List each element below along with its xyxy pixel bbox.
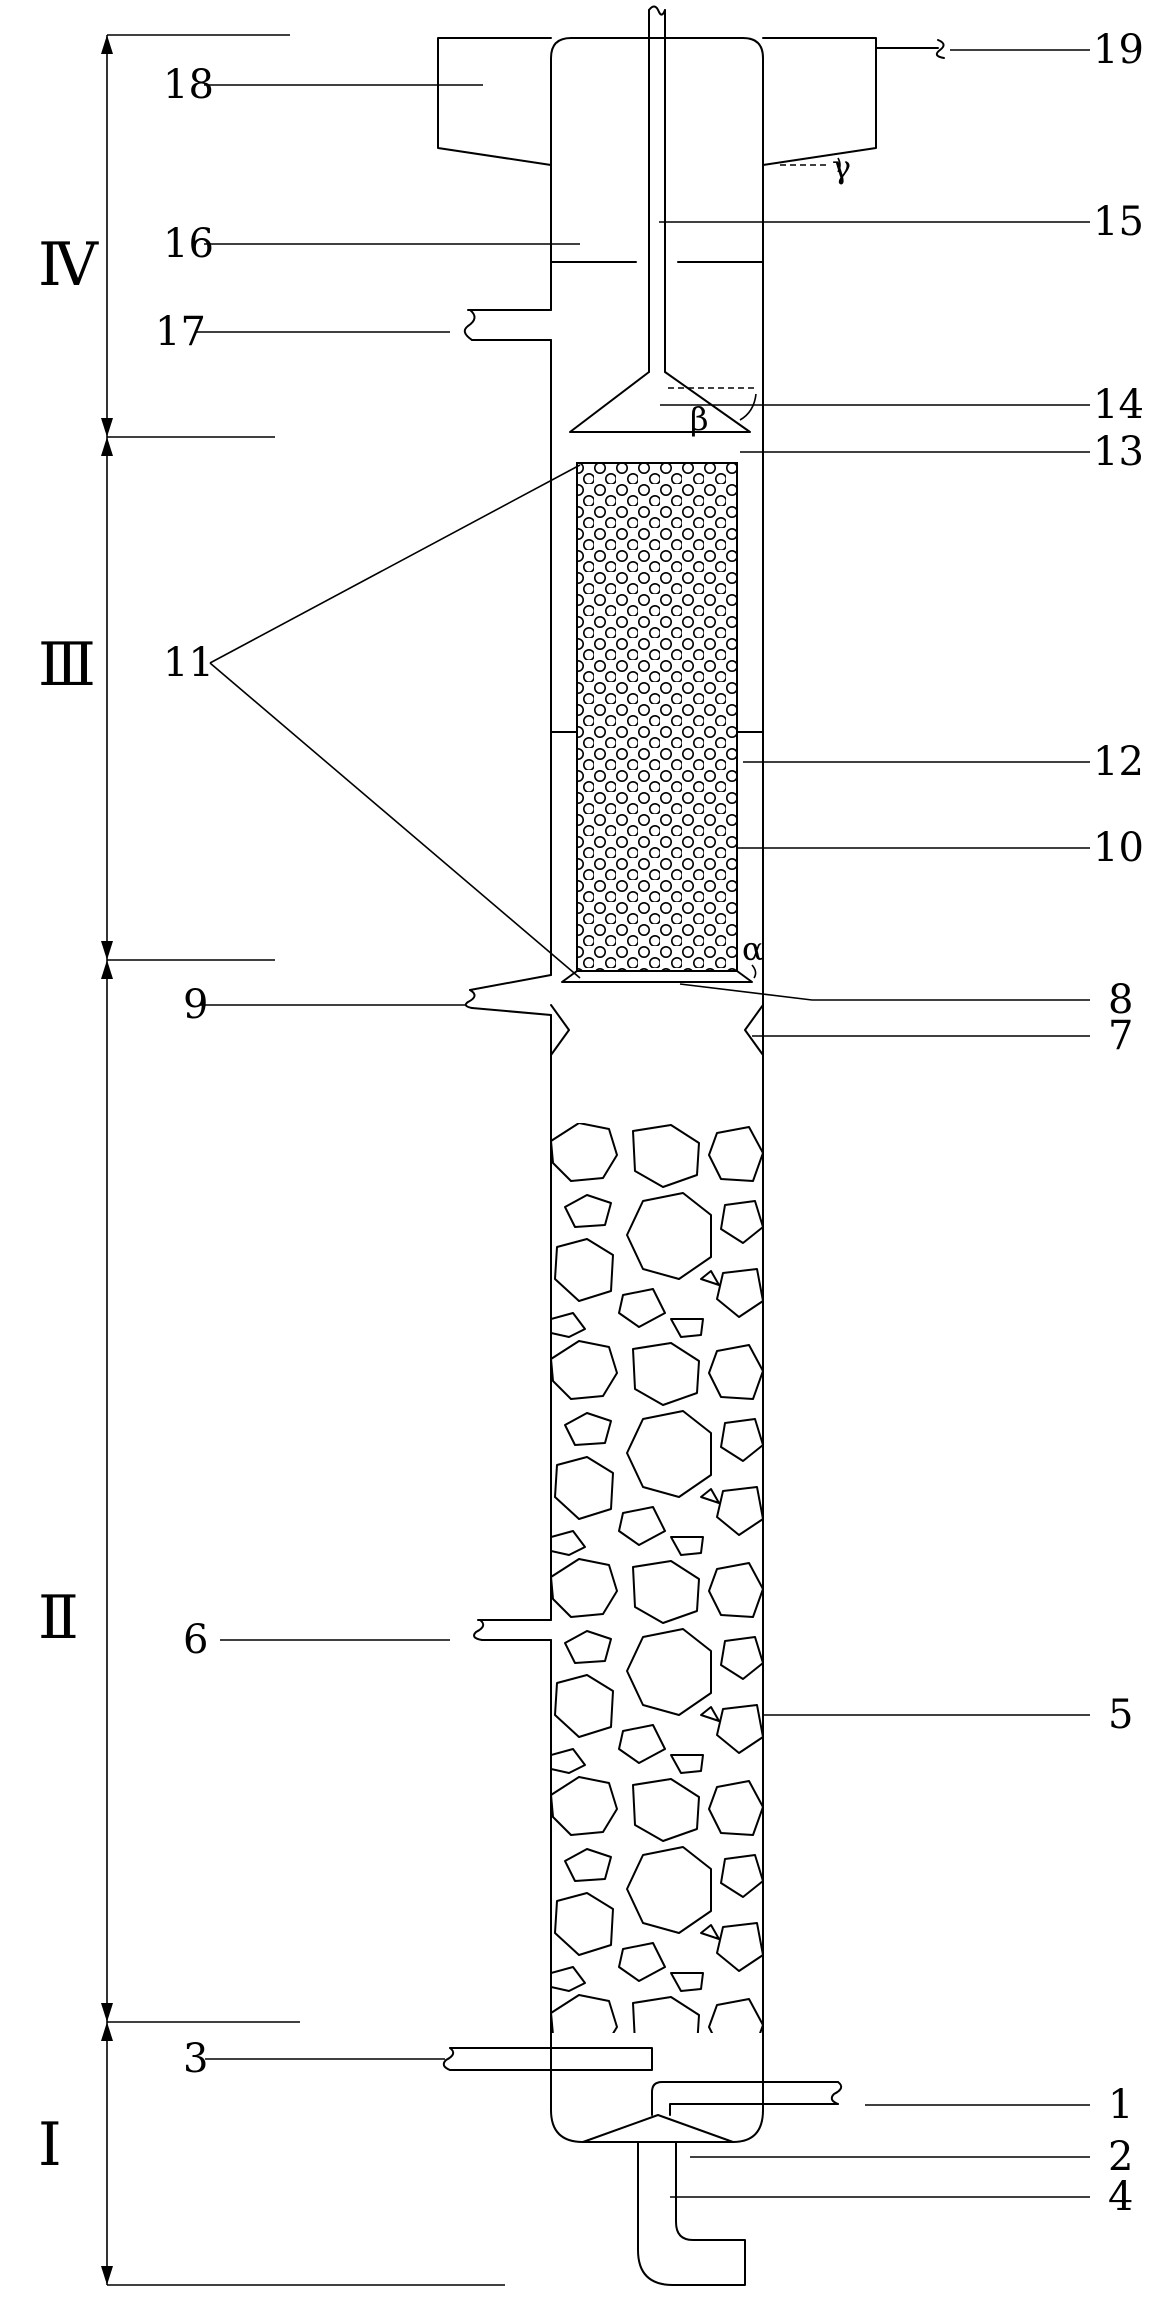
callout-13: 13 — [1093, 429, 1144, 475]
callout-16: 16 — [163, 221, 214, 267]
feed-pipe-15 — [648, 5, 666, 373]
angle-alpha-label: α — [742, 930, 764, 968]
perforated-packing-10 — [576, 462, 738, 972]
column-shell — [550, 37, 764, 2143]
inlet-pipe-9 — [464, 974, 552, 1016]
angle-gamma-label: γ — [832, 148, 851, 186]
callout-7: 7 — [1108, 1013, 1133, 1059]
callout-19: 19 — [1093, 27, 1144, 73]
inlet-pipe-3 — [442, 2047, 653, 2071]
outlet-pipe-17 — [463, 309, 552, 341]
callout-10: 10 — [1093, 825, 1144, 871]
callout-14: 14 — [1093, 382, 1144, 428]
inlet-pipe-1 — [651, 2081, 843, 2116]
zone-dimension-line — [101, 34, 505, 2286]
random-packing-5 — [551, 1123, 763, 2033]
baffle-right — [744, 1004, 764, 1056]
zone-label-iv: Ⅳ — [38, 230, 99, 300]
callout-8: 8 — [1108, 977, 1133, 1023]
zone-label-iii: Ⅲ — [38, 630, 96, 700]
distributor-cone-14: β — [569, 371, 757, 438]
callout-3: 3 — [183, 2036, 208, 2082]
callout-17: 17 — [155, 309, 206, 355]
top-tank: γ — [437, 37, 877, 186]
callout-15: 15 — [1093, 199, 1144, 245]
callout-6: 6 — [183, 1617, 208, 1663]
zone-label-i: Ⅰ — [38, 2110, 62, 2180]
leader-lines — [196, 49, 1090, 2198]
callout-12: 12 — [1093, 739, 1144, 785]
support-plate-8: α — [561, 930, 764, 983]
callout-4: 4 — [1108, 2174, 1133, 2220]
angle-beta-label: β — [690, 400, 709, 438]
callout-9: 9 — [183, 982, 208, 1028]
bottom-distributor-2 — [582, 2114, 734, 2143]
callout-2: 2 — [1108, 2134, 1133, 2180]
baffle-left — [550, 1004, 570, 1056]
outlet-pipe-4 — [637, 2141, 746, 2286]
inlet-pipe-6 — [473, 1619, 552, 1641]
callout-11: 11 — [163, 640, 214, 686]
callout-5: 5 — [1108, 1692, 1133, 1738]
callout-18: 18 — [163, 62, 214, 108]
callout-1: 1 — [1108, 2082, 1133, 2128]
zone-label-ii: Ⅱ — [38, 1583, 79, 1653]
outlet-pipe-19 — [875, 39, 945, 59]
